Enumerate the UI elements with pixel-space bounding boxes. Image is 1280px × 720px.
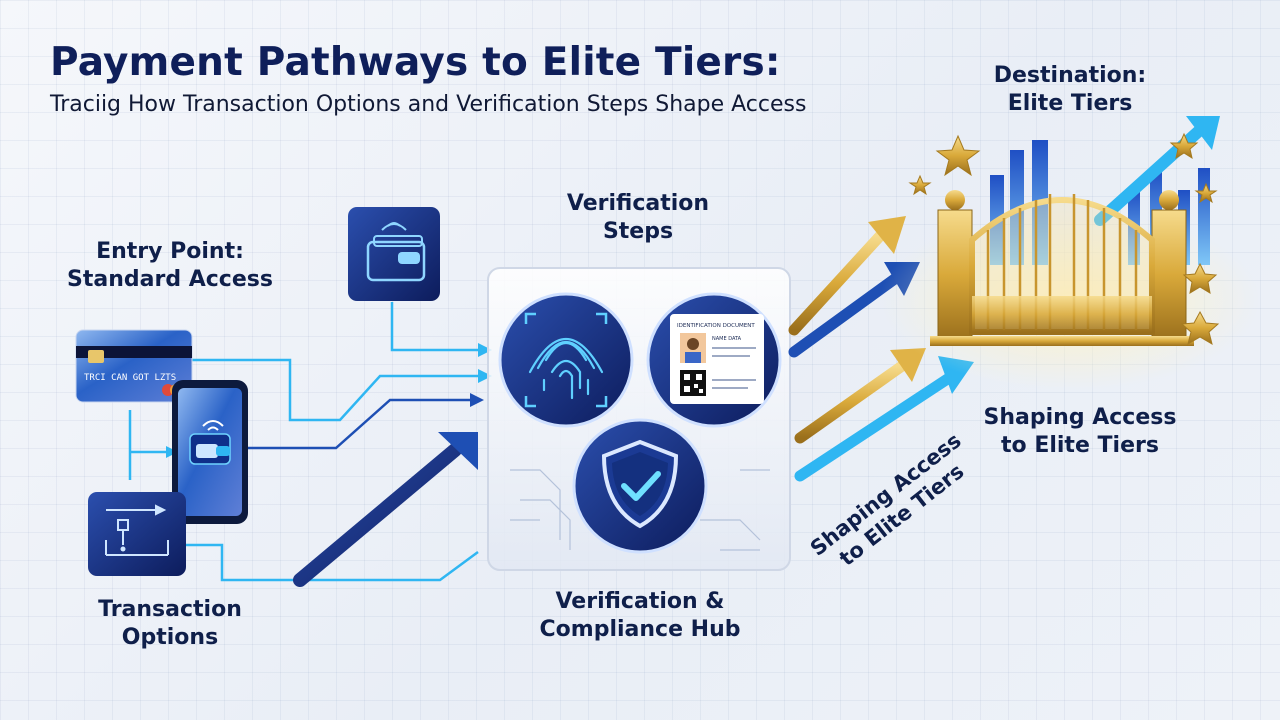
shield-check-icon [572,418,708,554]
smartphone-icon [172,380,248,524]
card-number: TRCI CAN GOT LZTS [84,373,176,383]
checkout-connector [178,543,479,582]
compliance-hub-line-1: Verification & [555,589,725,614]
fingerprint-icon [498,292,634,428]
id-card-icon: IDENTIFICATION DOCUMENT NAME DATA [646,292,782,428]
compliance-hub-line-2: Compliance Hub [539,617,741,642]
page-subtitle: Traciig How Transaction Options and Veri… [50,92,807,117]
star-icon [1169,132,1199,160]
id-card-header: IDENTIFICATION DOCUMENT [677,323,755,329]
pathway-arrows [788,230,958,482]
verification-steps-line-2: Steps [602,219,674,244]
entry-point-label: Entry Point: Standard Access [50,238,290,294]
destination-label: Destination: Elite Tiers [960,62,1180,118]
star-icons [908,132,1220,346]
connector-lines [128,302,479,582]
transaction-options-label: Transaction Options [60,596,280,652]
star-icon [935,134,981,177]
wallet-icon [348,207,440,301]
entry-point-line-1: Entry Point: [96,239,244,264]
page-title: Payment Pathways to Elite Tiers: [50,40,781,85]
shaping-access-line-2: to Elite Tiers [1001,433,1159,458]
verification-steps-label: Verification Steps [538,190,738,246]
entry-point-line-2: Standard Access [67,267,273,292]
phone-connector [248,398,470,450]
star-icon [1194,182,1218,204]
destination-line-1: Destination: [993,63,1147,88]
destination-line-2: Elite Tiers [1007,91,1133,116]
golden-gate-icon [930,188,1194,346]
transaction-options-line-1: Transaction [98,597,242,622]
connector-arrowheads [166,343,492,458]
star-icon [908,174,932,196]
id-card-line: NAME DATA [712,336,742,342]
verification-steps-line-1: Verification [566,191,710,216]
elite-tiers-illustration [880,116,1260,390]
credit-card-icon: TRCI CAN GOT LZTS [75,329,193,403]
entry-arrow [293,432,478,587]
star-icon [1180,310,1220,346]
checkout-flow-icon [88,492,186,576]
compliance-hub-label: Verification & Compliance Hub [520,588,760,644]
transaction-options-line-2: Options [121,625,219,650]
shaping-access-label: Shaping Access to Elite Tiers [960,404,1200,460]
star-icon [1182,262,1218,294]
card-connector [192,358,478,422]
circuit-traces [510,469,770,551]
verification-hub-panel: IDENTIFICATION DOCUMENT NAME DATA [487,267,791,571]
shaping-access-line-1: Shaping Access [983,405,1177,430]
wallet-connector [390,302,478,352]
